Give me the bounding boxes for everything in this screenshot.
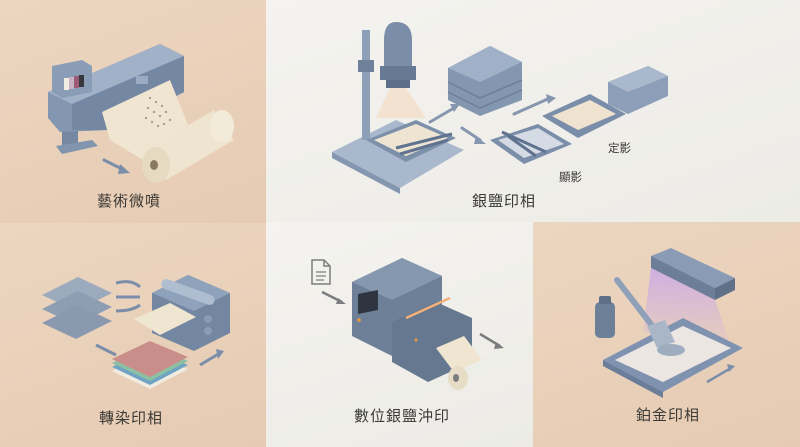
wide-format-printer-icon — [48, 44, 234, 183]
label-develop: 顯影 — [559, 170, 582, 184]
label-art-inkjet: 藝術微噴 — [97, 192, 162, 210]
dye-transfer-press-icon — [42, 275, 230, 389]
label-dye-transfer: 轉染印相 — [99, 409, 164, 427]
panel-art-inkjet: 藝術微噴 — [0, 0, 266, 223]
panel-platinum: 鉑金印相 — [533, 222, 800, 447]
panel-silver-gelatin: 顯影 定影 銀鹽印相 — [266, 0, 800, 222]
label-silver-gelatin: 銀鹽印相 — [472, 192, 537, 210]
panel-digital-silver: 數位銀鹽沖印 — [266, 222, 533, 447]
digital-minilab-icon — [311, 258, 504, 390]
uv-exposure-brush-icon — [595, 248, 743, 398]
label-fix: 定影 — [608, 141, 631, 155]
document-icon — [311, 259, 331, 285]
panel-dye-transfer: 轉染印相 — [0, 223, 266, 447]
label-digital-silver: 數位銀鹽沖印 — [354, 407, 451, 425]
label-platinum: 鉑金印相 — [636, 406, 701, 424]
enlarger-and-trays-icon — [332, 22, 668, 194]
